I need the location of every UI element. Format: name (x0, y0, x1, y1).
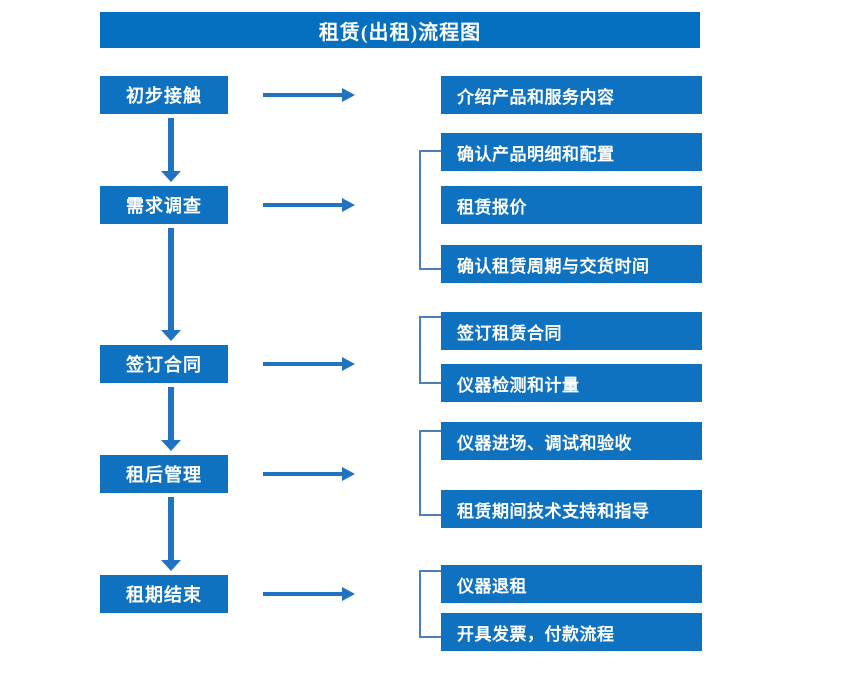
arrow-head-icon (342, 198, 355, 212)
arrow-head-icon (342, 467, 355, 481)
arrow-shaft (263, 93, 343, 97)
vertical-arrow-2 (161, 228, 181, 341)
vertical-arrow-4 (161, 497, 181, 571)
stage-box-3[interactable]: 签订合同 (100, 345, 228, 383)
arrow-head-icon (161, 560, 181, 571)
detail-box-10[interactable]: 开具发票，付款流程 (441, 613, 702, 651)
vertical-arrow-1 (161, 118, 181, 182)
arrow-shaft (263, 472, 343, 476)
arrow-shaft (263, 592, 343, 596)
horizontal-arrow-2 (263, 198, 355, 212)
bracket-group-5 (419, 570, 441, 638)
horizontal-arrow-3 (263, 357, 355, 371)
page-title: 租赁(出租)流程图 (100, 12, 700, 48)
detail-box-6[interactable]: 仪器检测和计量 (441, 364, 702, 402)
arrow-head-icon (342, 587, 355, 601)
bracket-group-3 (419, 316, 441, 384)
stage-box-1[interactable]: 初步接触 (100, 76, 228, 114)
arrow-shaft (168, 497, 174, 560)
detail-box-8[interactable]: 租赁期间技术支持和指导 (441, 490, 702, 528)
horizontal-arrow-5 (263, 587, 355, 601)
detail-box-2[interactable]: 确认产品明细和配置 (441, 133, 702, 171)
bracket-group-2 (419, 150, 441, 270)
arrow-shaft (168, 387, 174, 440)
bracket-group-4 (419, 430, 441, 516)
detail-box-3[interactable]: 租赁报价 (441, 186, 702, 224)
arrow-head-icon (342, 357, 355, 371)
detail-box-5[interactable]: 签订租赁合同 (441, 312, 702, 350)
arrow-head-icon (161, 440, 181, 451)
detail-box-9[interactable]: 仪器退租 (441, 565, 702, 603)
vertical-arrow-3 (161, 387, 181, 451)
arrow-head-icon (161, 171, 181, 182)
arrow-head-icon (342, 88, 355, 102)
arrow-shaft (263, 203, 343, 207)
detail-box-7[interactable]: 仪器进场、调试和验收 (441, 422, 702, 460)
detail-box-4[interactable]: 确认租赁周期与交货时间 (441, 245, 702, 283)
arrow-head-icon (161, 330, 181, 341)
stage-box-5[interactable]: 租期结束 (100, 575, 228, 613)
arrow-shaft (263, 362, 343, 366)
horizontal-arrow-1 (263, 88, 355, 102)
arrow-shaft (168, 118, 174, 171)
stage-box-2[interactable]: 需求调查 (100, 186, 228, 224)
detail-box-1[interactable]: 介绍产品和服务内容 (441, 76, 702, 114)
arrow-shaft (168, 228, 174, 330)
stage-box-4[interactable]: 租后管理 (100, 455, 228, 493)
horizontal-arrow-4 (263, 467, 355, 481)
